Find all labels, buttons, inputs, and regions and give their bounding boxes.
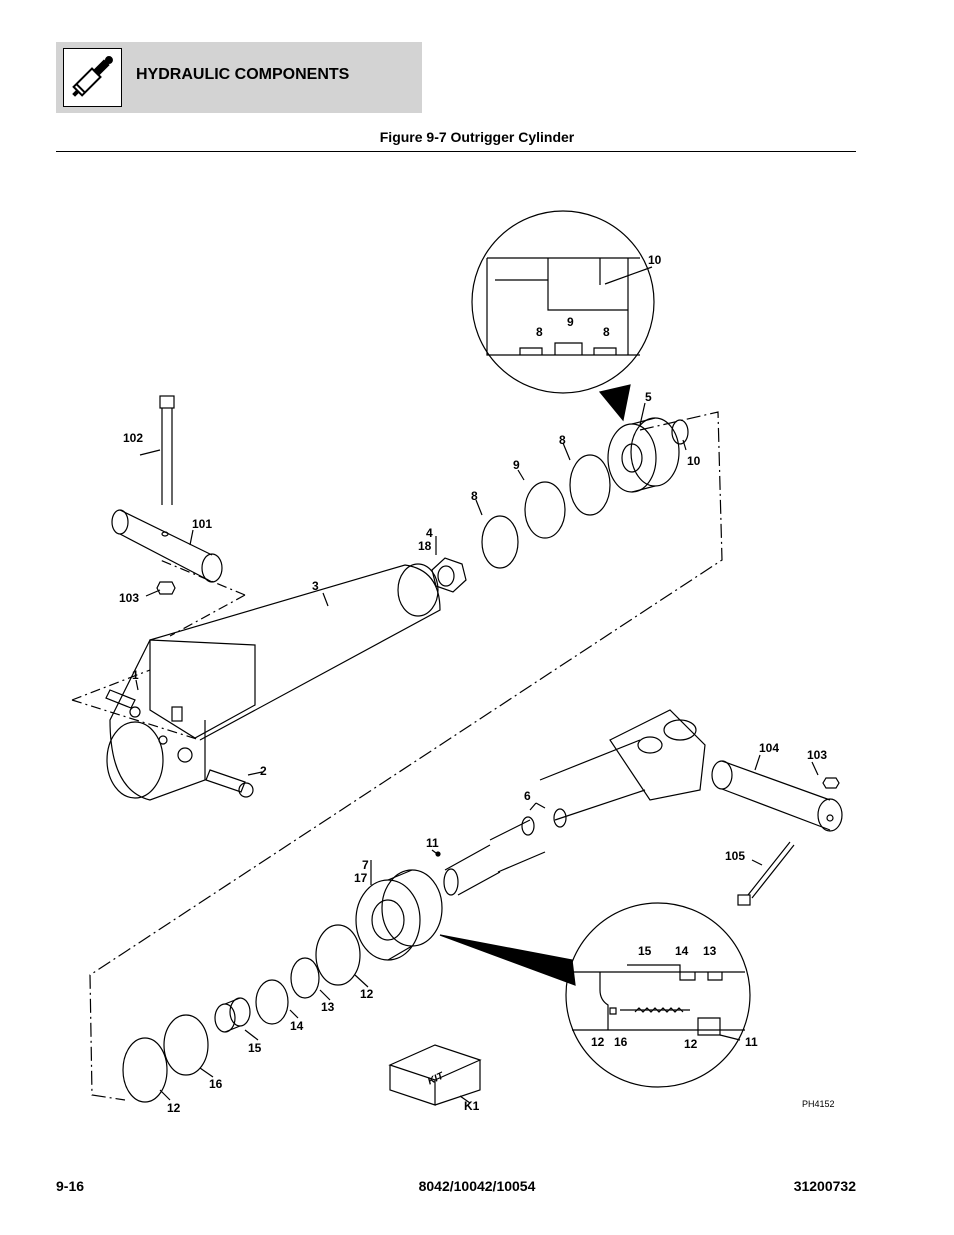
pin-104 [711, 760, 843, 832]
callout-3: 3 [312, 579, 319, 593]
callout-101: 101 [192, 517, 212, 531]
o-ring-16 [163, 1014, 209, 1076]
bushing-15 [214, 997, 251, 1033]
page-number: 9-16 [56, 1178, 85, 1194]
callout-103: 103 [119, 591, 139, 605]
hydraulic-cylinder-icon [63, 48, 122, 107]
callout-13: 13 [321, 1000, 335, 1014]
model-numbers: 8042/10042/10054 [418, 1178, 536, 1194]
detail-callout-8: 8 [536, 325, 543, 339]
fitting-2 [205, 769, 254, 798]
nut-103 [156, 581, 176, 595]
head-detail-circle [565, 902, 751, 1088]
detail-callout-14: 14 [675, 944, 689, 958]
callout-7: 7 [362, 858, 369, 872]
detail-callout-16: 16 [614, 1035, 628, 1049]
ring-8 [569, 454, 611, 516]
fitting-1 [105, 689, 141, 718]
detail-callout-15: 15 [638, 944, 652, 958]
kit-box-label: KIT [426, 1070, 446, 1087]
callout-2: 2 [260, 764, 267, 778]
callout-105: 105 [725, 849, 745, 863]
section-title: HYDRAULIC COMPONENTS [136, 66, 350, 83]
piston-detail-circle [471, 210, 655, 394]
detail-callout-8: 8 [603, 325, 610, 339]
callout-12: 12 [167, 1101, 181, 1115]
ring-8 [481, 515, 519, 569]
ring-9 [524, 481, 566, 539]
drawing-id: PH4152 [802, 1099, 835, 1109]
callout-1: 1 [132, 668, 139, 682]
seal-14 [255, 979, 289, 1025]
cylinder-barrel [106, 563, 441, 801]
detail-callout-11: 11 [745, 1035, 758, 1049]
callout-14: 14 [290, 1019, 304, 1033]
callout-16: 16 [209, 1077, 223, 1091]
piston-5 [607, 417, 680, 493]
detail-pointer [598, 384, 631, 422]
callout-4: 4 [426, 526, 433, 540]
callout-15: 15 [248, 1041, 262, 1055]
assembly-boundary-line [89, 411, 723, 1101]
nut-103 [822, 777, 840, 789]
seal-kit-box [388, 1044, 482, 1106]
callout-18: 18 [418, 539, 432, 553]
callout-5: 5 [645, 390, 652, 404]
detail-callout-13: 13 [703, 944, 717, 958]
callout-12: 12 [360, 987, 374, 1001]
detail-callout-10: 10 [648, 253, 662, 267]
callout-10: 10 [687, 454, 701, 468]
callout-8: 8 [559, 433, 566, 447]
cylinder-head [355, 869, 443, 961]
detail-pointer [439, 934, 576, 986]
detail-callout-12: 12 [684, 1037, 698, 1051]
callout-k1: K1 [464, 1099, 480, 1113]
piston-detail-section [486, 257, 640, 356]
detail-callout-9: 9 [567, 315, 574, 329]
callout-102: 102 [123, 431, 143, 445]
set-screw-11 [435, 851, 441, 857]
o-ring-10 [671, 419, 689, 445]
backup-12 [122, 1037, 168, 1103]
header-rule [56, 151, 856, 152]
pin-alignment-line [71, 559, 246, 741]
callout-104: 104 [759, 741, 779, 755]
detail-callout-12: 12 [591, 1035, 605, 1049]
wiper-12 [315, 924, 361, 986]
callout-103: 103 [807, 748, 827, 762]
head-detail-section [572, 964, 745, 1036]
callout-17: 17 [354, 871, 368, 885]
ring-13 [290, 957, 320, 999]
figure-title: Figure 9-7 Outrigger Cylinder [379, 129, 575, 145]
callout-8: 8 [471, 489, 478, 503]
callout-11: 11 [426, 836, 439, 850]
pin-101 [111, 509, 223, 583]
locknut [431, 557, 467, 593]
callout-9: 9 [513, 458, 520, 472]
bolt-102 [159, 395, 175, 505]
cylinder-rod [443, 709, 706, 896]
bolt-105 [737, 841, 795, 906]
document-number: 31200732 [793, 1178, 856, 1194]
callout-6: 6 [524, 789, 531, 803]
